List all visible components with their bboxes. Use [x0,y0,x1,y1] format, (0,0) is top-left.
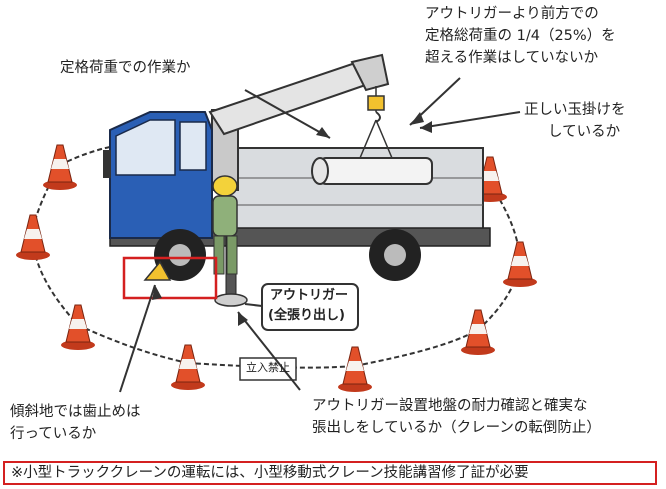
license-requirement-note: ※小型トラッククレーンの運転には、小型移動式クレーン技能講習修了証が必要 [3,461,657,485]
slinging-caption-line1: 正しい玉掛けを [524,102,626,118]
worker-figure [212,175,238,275]
truck-wheel [154,229,206,281]
ground-check-caption-line2: 張出しをしているか（クレーンの転倒防止） [312,420,601,436]
outrigger-front-caption-line2: 定格総荷重の 1/4（25%）を [425,28,616,44]
traffic-cone [15,214,51,261]
traffic-cone [337,346,373,393]
slinging-caption-line2: しているか [548,124,621,140]
ground-check-caption-line1: アウトリガー設置地盤の耐力確認と確実な [312,398,588,414]
outrigger-front-caption-line1: アウトリガーより前方での [425,6,599,22]
traffic-cone [502,241,538,288]
rated-load-caption: 定格荷重での作業か [60,60,191,76]
outrigger-sign-line1: アウトリガー [270,288,349,303]
outrigger-front-caption-line3: 超える作業はしていないか [425,50,599,66]
truck-wheel [369,229,421,281]
slope-chock-caption-line1: 傾斜地では歯止めは [10,404,141,420]
outrigger-sign-line2: (全張り出し) [268,308,345,323]
no-entry-sign-text: 立入禁止 [246,361,290,374]
truck-cab [103,111,213,239]
chock-highlight-box [122,256,218,300]
no-entry-sign [239,357,297,381]
pipe-load [311,119,433,185]
traffic-cone [170,344,206,391]
slope-chock-caption-line2: 行っているか [10,426,97,442]
outrigger-sign [261,283,359,331]
traffic-cone [42,144,78,191]
wheel-chock [143,260,172,281]
